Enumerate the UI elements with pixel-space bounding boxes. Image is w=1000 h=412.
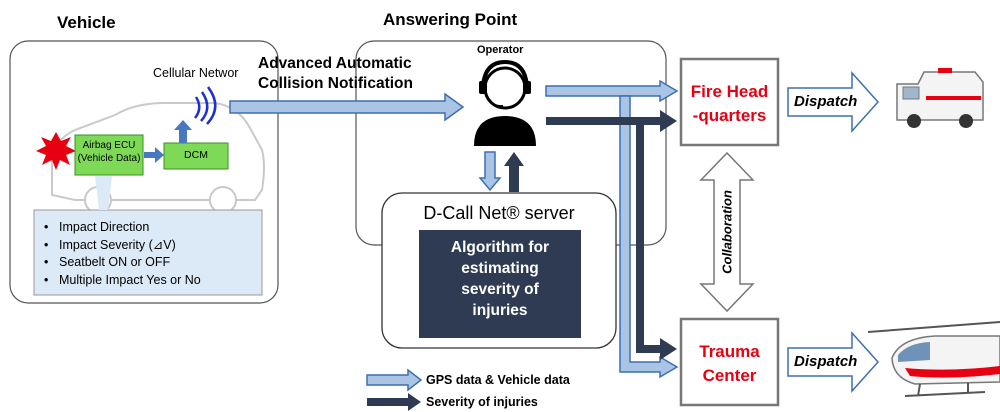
trauma-center-box (679, 317, 780, 407)
vehicle-data-text: (Vehicle Data) (77, 153, 141, 164)
aacn-arrow (229, 92, 465, 122)
severity-up-arrow (504, 152, 524, 192)
collaboration-label: Collaboration (719, 190, 735, 274)
list-item: Impact Direction (44, 219, 201, 237)
severity-to-trauma-arrow (636, 125, 677, 360)
trauma-line1: Trauma (699, 342, 760, 361)
cellular-network-label: Cellular Networ (153, 66, 239, 80)
fire-hq-line1: Fire Head (690, 82, 769, 101)
list-item: Impact Severity (⊿V) (44, 237, 201, 255)
collaboration-arrow (699, 151, 755, 313)
server-title: D-Call Net® server (423, 203, 575, 223)
airbag-ecu-box (74, 134, 144, 176)
trauma-center-label: Trauma Center (681, 340, 778, 388)
impact-burst-icon (36, 132, 76, 170)
dispatch-top-arrow (787, 71, 880, 133)
legend-gps-arrow (366, 368, 423, 392)
dispatch-bottom-arrow (787, 331, 880, 393)
vehicle-data-list: Impact Direction Impact Severity (⊿V) Se… (44, 219, 201, 289)
legend-gps-label: GPS data & Vehicle data (426, 373, 570, 387)
answering-point-title: Answering Point (383, 10, 518, 29)
operator-label: Operator (477, 44, 524, 56)
aacn-label: Advanced Automatic Collision Notificatio… (258, 54, 413, 94)
vehicle-section-title: Vehicle (57, 13, 116, 32)
list-item: Multiple Impact Yes or No (44, 272, 201, 290)
ecu-to-dcm-arrow (144, 147, 164, 163)
algorithm-box (419, 230, 581, 338)
legend-severity-arrow (367, 393, 421, 411)
algorithm-line: severity of (461, 281, 539, 298)
operator-icon (474, 59, 536, 146)
vehicle-panel (9, 40, 279, 304)
algorithm-text: Algorithm for estimating severity of inj… (421, 237, 579, 321)
ambulance-icon (896, 68, 984, 128)
severity-to-fire-arrow (546, 110, 677, 132)
gps-to-fire-arrow (545, 79, 679, 103)
fire-hq-label: Fire Head -quarters (681, 80, 778, 128)
helicopter-icon (867, 321, 1000, 397)
dcm-uplink-arrow (174, 120, 192, 143)
algorithm-line: Algorithm for (450, 239, 550, 256)
dispatch-bottom-label: Dispatch (794, 353, 858, 370)
fire-hq-line2: -quarters (692, 106, 767, 125)
algorithm-line: injuries (472, 302, 528, 319)
dispatch-top-label: Dispatch (794, 93, 858, 110)
aacn-line1: Advanced Automatic (258, 55, 412, 72)
gps-down-arrow (478, 151, 502, 192)
trauma-line2: Center (702, 366, 757, 385)
algorithm-line: estimating (461, 260, 539, 277)
airbag-ecu-label: Airbag ECU (Vehicle Data) (75, 139, 143, 165)
legend-severity-label: Severity of injuries (426, 395, 538, 409)
list-item: Seatbelt ON or OFF (44, 254, 201, 272)
aacn-line2: Collision Notification (258, 75, 413, 92)
airbag-ecu-text: Airbag ECU (82, 140, 136, 151)
wireless-signal-icon (193, 86, 217, 125)
fire-hq-box (679, 57, 780, 147)
car-wheel-rear (209, 186, 237, 214)
gps-to-trauma-arrow (619, 95, 679, 379)
dcm-label: DCM (184, 149, 208, 161)
dcm-box (163, 142, 229, 170)
info-box-pointer (95, 176, 112, 210)
